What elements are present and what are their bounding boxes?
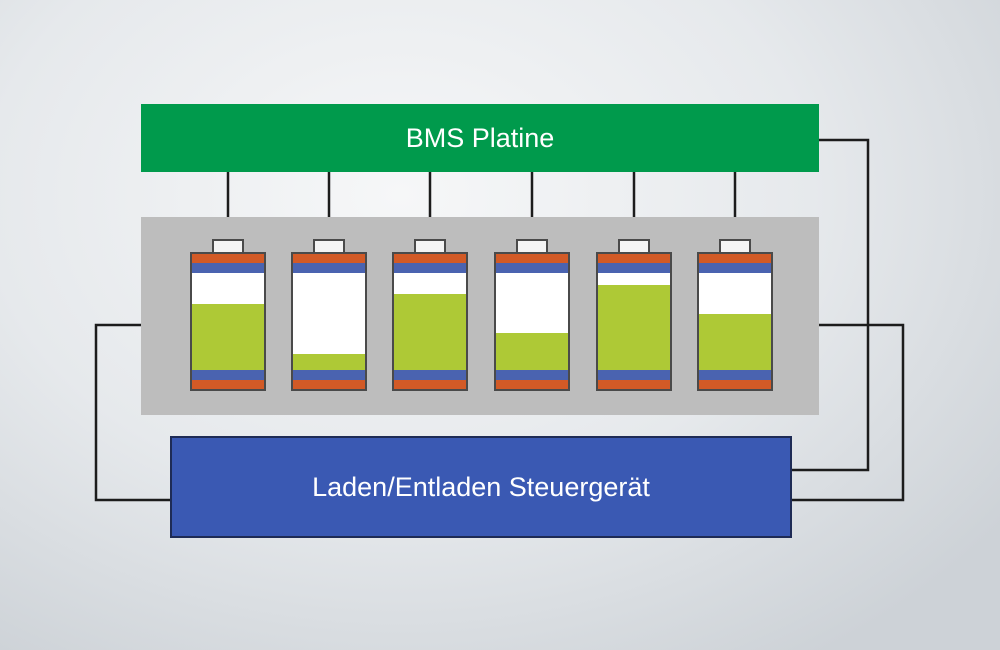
cell-charge-area: [192, 273, 264, 370]
cell-charge-area: [496, 273, 568, 370]
pack-left-to-controller-wire: [94, 323, 170, 502]
cell-bottom-band: [293, 380, 365, 389]
cell-body: [291, 252, 367, 391]
cell-terminal: [516, 239, 548, 254]
cell-charge-level: [293, 354, 365, 370]
cell-body: [392, 252, 468, 391]
bms-to-controller-wire: [792, 138, 870, 472]
cell-terminal: [618, 239, 650, 254]
cell-bottom-stripe: [598, 370, 670, 380]
cell-charge-level: [496, 333, 568, 370]
cell-top-band: [699, 254, 771, 263]
cell-bottom-band: [394, 380, 466, 389]
cell-charge-level: [699, 314, 771, 370]
battery-cell: [596, 239, 672, 391]
cell-terminal: [212, 239, 244, 254]
cell-charge-area: [394, 273, 466, 370]
cell-top-stripe: [699, 263, 771, 273]
cell-bottom-band: [192, 380, 264, 389]
cell-top-band: [598, 254, 670, 263]
cell-bottom-stripe: [192, 370, 264, 380]
cell-bottom-band: [598, 380, 670, 389]
cell-body: [190, 252, 266, 391]
cell-top-stripe: [192, 263, 264, 273]
cell-top-band: [496, 254, 568, 263]
cell-terminal: [414, 239, 446, 254]
cell-bottom-band: [496, 380, 568, 389]
cell-charge-area: [293, 273, 365, 370]
cell-top-stripe: [598, 263, 670, 273]
cell-charge-level: [598, 285, 670, 370]
cell-charge-level: [394, 294, 466, 370]
cell-top-stripe: [394, 263, 466, 273]
cell-charge-area: [598, 273, 670, 370]
cell-top-stripe: [293, 263, 365, 273]
charge-controller-label: Laden/Entladen Steuergerät: [312, 471, 650, 502]
cell-body: [596, 252, 672, 391]
cell-body: [697, 252, 773, 391]
cell-tap-wires: [226, 172, 737, 217]
cell-bottom-stripe: [293, 370, 365, 380]
cell-bottom-band: [699, 380, 771, 389]
cell-bottom-stripe: [699, 370, 771, 380]
cell-bottom-stripe: [496, 370, 568, 380]
cell-bottom-stripe: [394, 370, 466, 380]
bms-board: BMS Platine: [141, 104, 819, 172]
battery-cell: [392, 239, 468, 391]
battery-pack: [141, 217, 819, 415]
battery-cell: [494, 239, 570, 391]
pack-right-to-controller-wire: [792, 323, 905, 502]
cell-top-stripe: [496, 263, 568, 273]
battery-cell: [697, 239, 773, 391]
cell-charge-area: [699, 273, 771, 370]
battery-cell: [190, 239, 266, 391]
charge-controller: Laden/Entladen Steuergerät: [170, 436, 792, 538]
cell-terminal: [313, 239, 345, 254]
battery-cell: [291, 239, 367, 391]
cell-top-band: [293, 254, 365, 263]
cell-terminal: [719, 239, 751, 254]
cell-top-band: [394, 254, 466, 263]
cell-body: [494, 252, 570, 391]
cell-charge-level: [192, 304, 264, 370]
cell-top-band: [192, 254, 264, 263]
bms-board-label: BMS Platine: [405, 122, 555, 153]
